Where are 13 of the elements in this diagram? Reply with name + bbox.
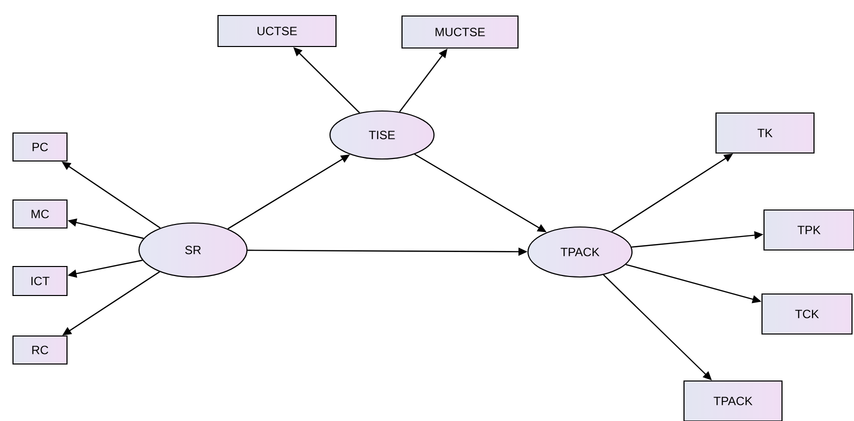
ellipse-node: SR <box>138 222 248 278</box>
indicator-box: ICT <box>12 266 68 296</box>
ellipse-node: TPACK <box>527 226 633 278</box>
indicator-box: MC <box>12 199 68 229</box>
indicator-box: PC <box>12 132 68 162</box>
indicator-box: UCTSE <box>217 14 337 48</box>
indicator-box: RC <box>12 335 68 365</box>
indicator-box: TK <box>715 112 815 154</box>
indicator-box: MUCTSE <box>401 15 519 49</box>
ellipse-node: TISE <box>329 110 435 160</box>
indicator-box: TCK <box>761 293 853 335</box>
indicator-box: TPACK <box>683 380 783 421</box>
indicator-box: TPK <box>763 209 854 251</box>
